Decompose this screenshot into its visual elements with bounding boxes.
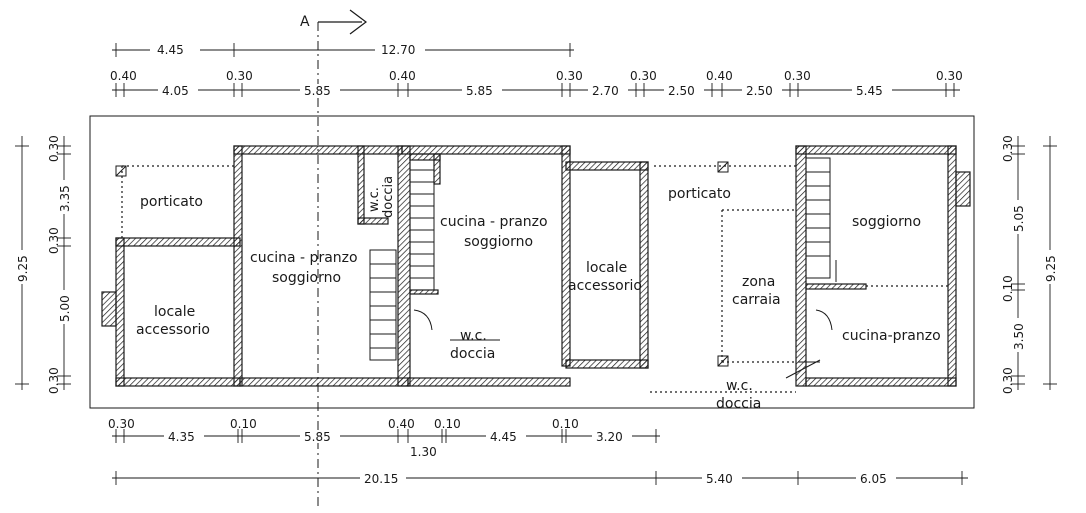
- dim-label: 0.30: [630, 69, 657, 83]
- dim-label: 0.10: [552, 417, 579, 431]
- top-dimension-row-1: 4.45 12.70: [112, 42, 574, 57]
- room-label-porticato-right: porticato: [668, 186, 731, 202]
- dim-label: 0.40: [110, 69, 137, 83]
- top-dimension-row-2: 0.40 0.30 0.40 0.30 0.30 0.40 0.30 0.30 …: [110, 69, 963, 98]
- room-label-cucina-right: cucina-pranzo: [842, 328, 941, 344]
- room-label-accessorio-left: accessorio: [136, 322, 210, 338]
- room-label-soggiorno-1: soggiorno: [272, 270, 341, 286]
- dim-label: 0.10: [434, 417, 461, 431]
- dim-label: 4.45: [490, 430, 517, 444]
- dim-label: 12.70: [381, 43, 415, 57]
- section-marker: A: [300, 9, 367, 510]
- dim-label: 4.05: [162, 84, 189, 98]
- porch-outlines: [115, 161, 948, 393]
- dim-label: 0.30: [47, 227, 61, 254]
- dim-label: 0.40: [389, 69, 416, 83]
- dim-label: 5.85: [304, 430, 331, 444]
- right-dimensions: 0.30 5.05 0.10 3.50 0.30 9.25: [1001, 135, 1058, 394]
- room-label-soggiorno-2: soggiorno: [464, 234, 533, 250]
- room-label-wc-2: w.c.: [460, 328, 487, 344]
- window-grids: [101, 171, 971, 327]
- dim-label: 6.05: [860, 472, 887, 486]
- bottom-dimension-row-2: 20.15 5.40 6.05: [112, 471, 968, 486]
- dim-label: 2.50: [746, 84, 773, 98]
- dim-label: 0.30: [1001, 135, 1015, 162]
- dim-label: 3.20: [596, 430, 623, 444]
- dim-label: 0.30: [936, 69, 963, 83]
- room-label-wc-1: w.c.: [367, 187, 382, 212]
- room-label-wc-3: w.c.: [726, 378, 753, 394]
- dim-label: 0.30: [1001, 367, 1015, 394]
- room-label-locale-mid: locale: [586, 260, 627, 276]
- dim-label: 5.40: [706, 472, 733, 486]
- left-dimensions: 0.30 3.35 0.30 5.00 0.30 9.25: [14, 135, 72, 394]
- room-label-doccia-2: doccia: [450, 346, 495, 362]
- dim-label: 20.15: [364, 472, 398, 486]
- door-marks: [413, 260, 837, 379]
- dim-label: 9.25: [1044, 255, 1058, 282]
- room-label-cucina-2: cucina - pranzo: [440, 214, 548, 230]
- dim-label: 0.30: [47, 135, 61, 162]
- room-label-doccia-3: doccia: [716, 396, 761, 412]
- dim-label: 5.00: [58, 295, 72, 322]
- dim-label: 5.85: [304, 84, 331, 98]
- section-label: A: [300, 14, 310, 30]
- bottom-dimension-row-1: 0.30 0.10 0.40 0.10 0.10 4.35 5.85 4.45 …: [108, 417, 660, 459]
- site-boundary: [89, 115, 975, 409]
- dim-label: 9.25: [16, 255, 30, 282]
- room-label-accessorio-mid: accessorio: [568, 278, 642, 294]
- room-label-zona: zona: [742, 274, 775, 290]
- room-label-doccia-1: doccia: [381, 176, 396, 218]
- dim-label: 2.70: [592, 84, 619, 98]
- dim-label: 0.10: [230, 417, 257, 431]
- dim-label: 3.35: [58, 185, 72, 212]
- room-label-locale-left: locale: [154, 304, 195, 320]
- dim-label: 4.35: [168, 430, 195, 444]
- dim-label: 0.30: [108, 417, 135, 431]
- dim-label: 1.30: [410, 445, 437, 459]
- dim-label: 0.30: [784, 69, 811, 83]
- dim-label: 3.50: [1012, 323, 1026, 350]
- dim-label: 0.40: [706, 69, 733, 83]
- dim-label: 5.05: [1012, 205, 1026, 232]
- dim-label: 2.50: [668, 84, 695, 98]
- dim-label: 5.85: [466, 84, 493, 98]
- dim-label: 0.30: [226, 69, 253, 83]
- room-label-soggiorno-right: soggiorno: [852, 214, 921, 230]
- stairs: [369, 157, 831, 361]
- dim-label: 5.45: [856, 84, 883, 98]
- room-label-porticato-left: porticato: [140, 194, 203, 210]
- room-labels: porticato locale accessorio cucina - pra…: [136, 176, 941, 412]
- walls: [115, 145, 957, 387]
- dim-label: 0.40: [388, 417, 415, 431]
- dim-label: 0.10: [1001, 275, 1015, 302]
- dim-label: 4.45: [157, 43, 184, 57]
- dim-label: 0.30: [556, 69, 583, 83]
- dim-label: 0.30: [47, 367, 61, 394]
- room-label-cucina-1: cucina - pranzo: [250, 250, 358, 266]
- room-label-carraia: carraia: [732, 292, 781, 308]
